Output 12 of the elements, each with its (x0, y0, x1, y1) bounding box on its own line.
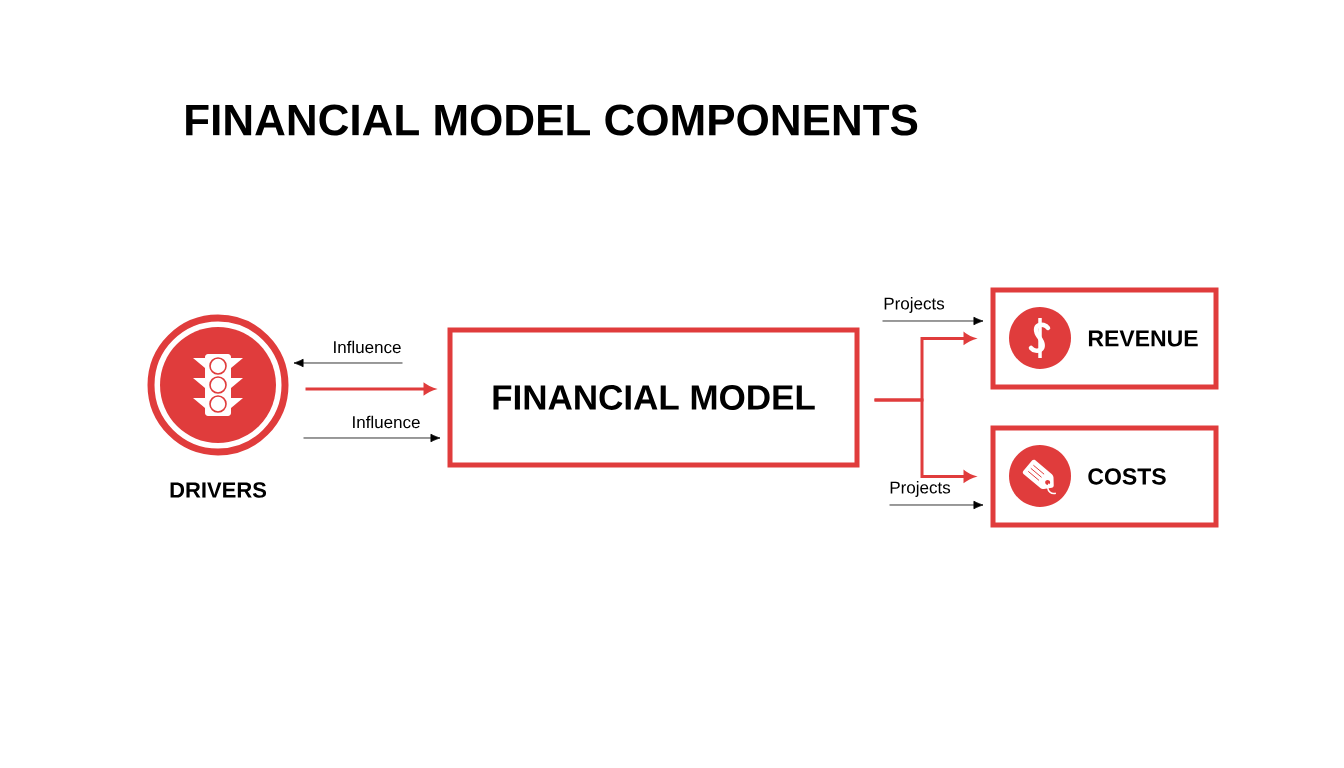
process-box: FINANCIAL MODEL (447, 327, 860, 468)
edge-label: Influence (351, 415, 421, 429)
edge-label: Projects (888, 480, 952, 498)
node-label: DRIVERS (170, 482, 267, 498)
edge-label: Projects (882, 296, 946, 314)
edge-label: Influence (332, 340, 402, 354)
arrow (303, 433, 441, 443)
arrow (882, 316, 984, 326)
arrow (305, 383, 435, 395)
arrow (889, 500, 984, 510)
title: FINANCIAL MODEL COMPONENTS (186, 104, 918, 136)
arrow (293, 358, 403, 368)
